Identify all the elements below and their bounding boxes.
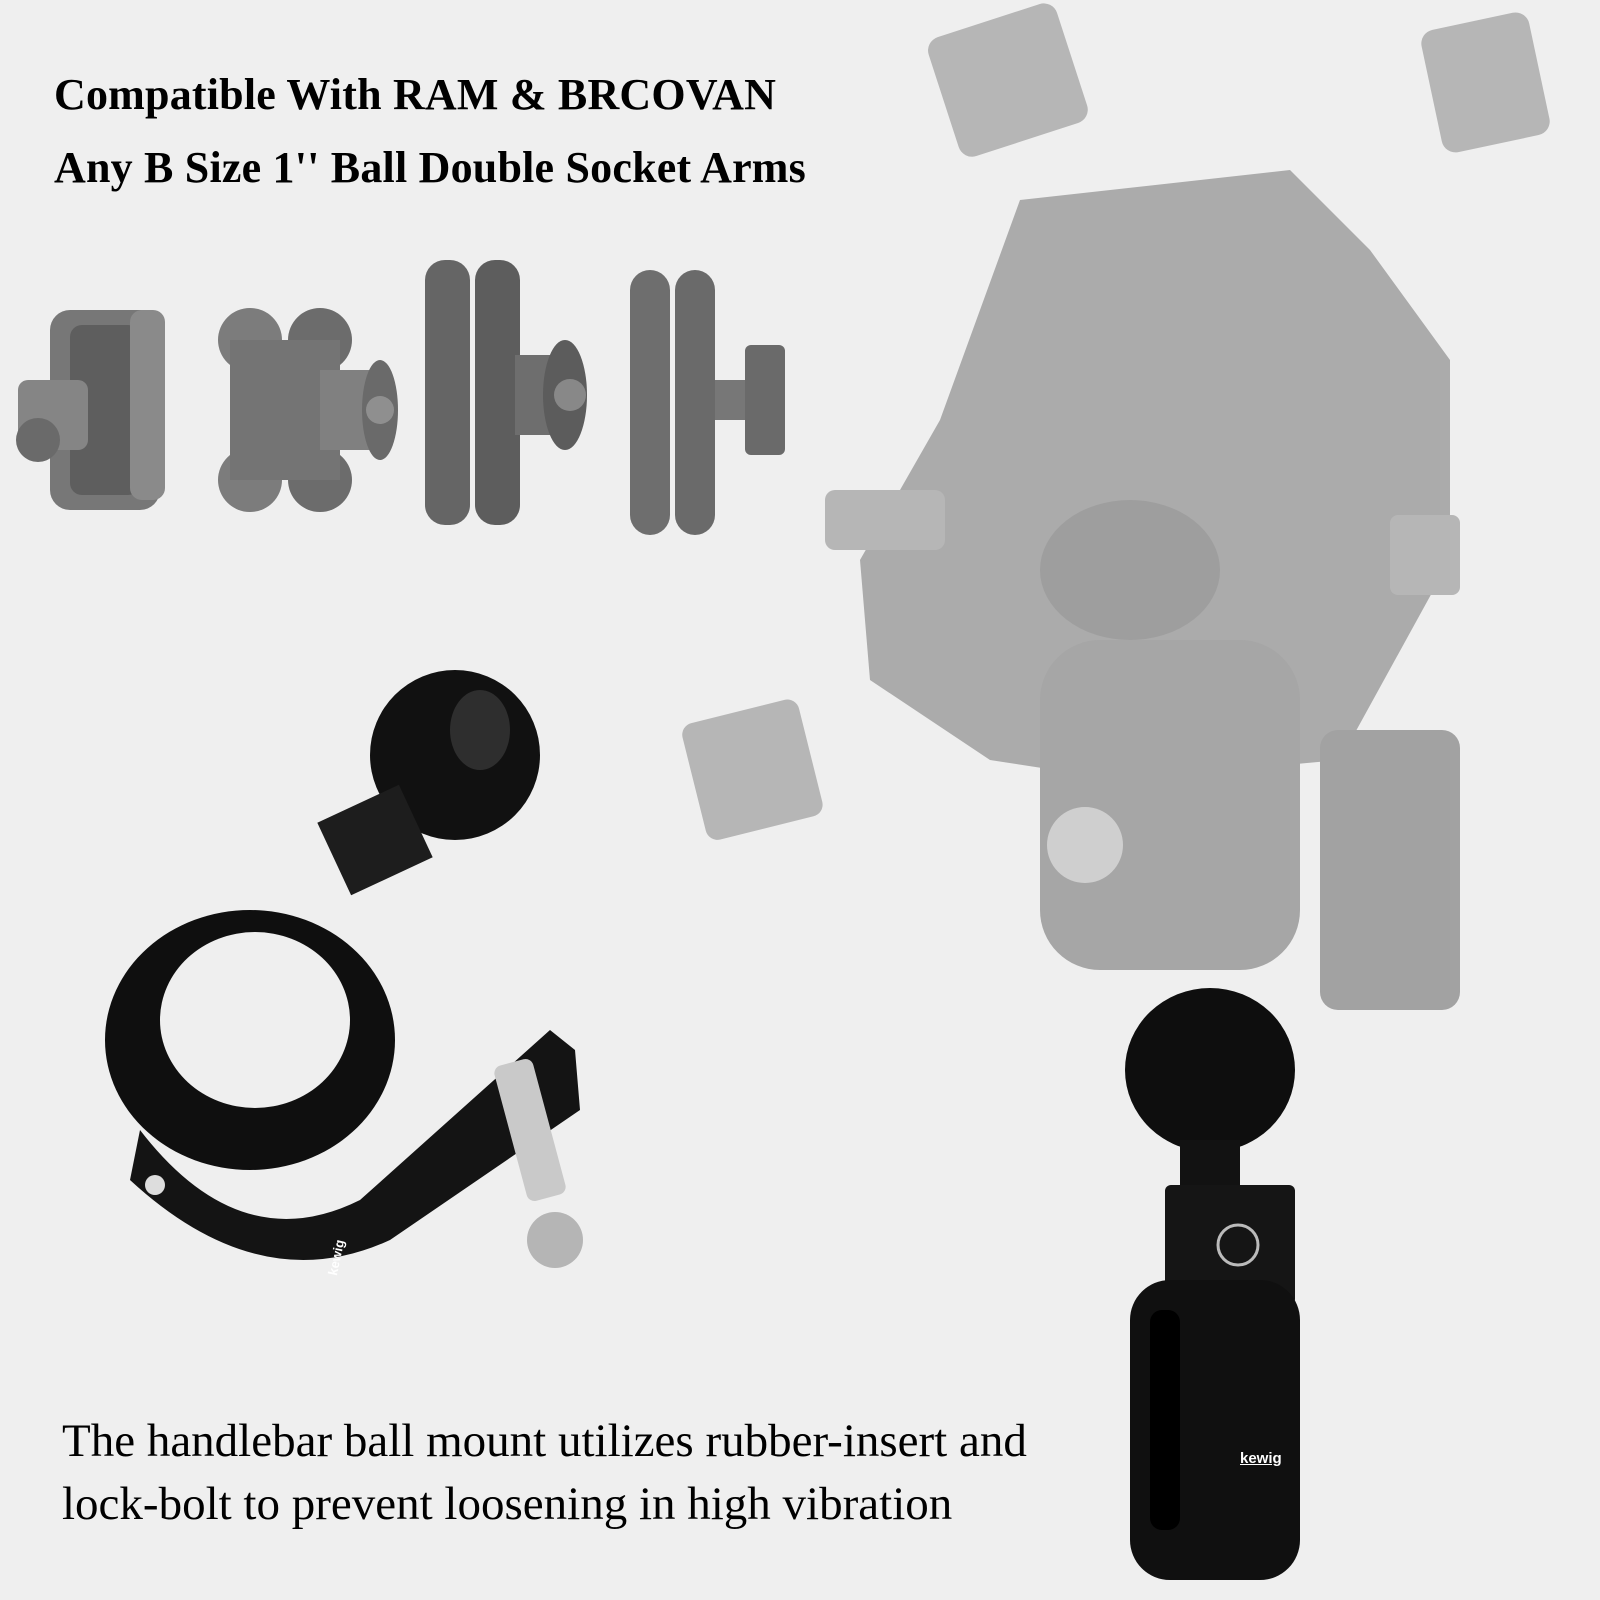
brand-label-right: kewig: [1240, 1450, 1282, 1467]
heading-line-2: Any B Size 1'' Ball Double Socket Arms: [54, 143, 806, 192]
socket-arm-4-image: [630, 270, 785, 535]
caption-line-1: The handlebar ball mount utilizes rubber…: [62, 1415, 1027, 1467]
socket-arm-3-image: [425, 260, 587, 525]
clamp-mount-left-image: [105, 670, 583, 1268]
caption-line-2: lock-bolt to prevent loosening in high v…: [62, 1478, 953, 1530]
socket-arm-2-image: [218, 308, 398, 512]
heading: Compatible With RAM & BRCOVAN Any B Size…: [54, 58, 806, 204]
clamp-mount-right-image: [1125, 988, 1300, 1580]
socket-arm-1-image: [16, 310, 165, 510]
phone-holder-image: [682, 3, 1550, 1010]
heading-line-1: Compatible With RAM & BRCOVAN: [54, 70, 777, 119]
caption: The handlebar ball mount utilizes rubber…: [62, 1410, 1027, 1536]
